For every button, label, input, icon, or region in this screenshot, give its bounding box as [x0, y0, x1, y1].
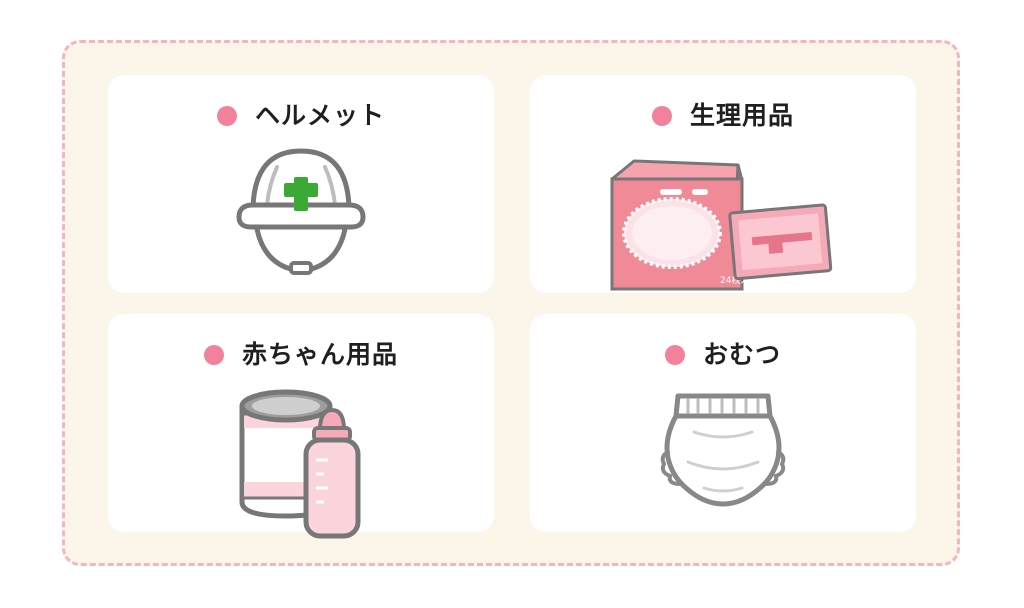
category-card-helmet: ヘルメット [108, 75, 494, 293]
category-label: ヘルメット [254, 101, 385, 130]
category-label: 赤ちゃん用品 [241, 340, 398, 369]
diaper-icon [530, 392, 916, 512]
helmet-icon [108, 147, 494, 282]
category-title: ヘルメット [108, 101, 494, 131]
formula-can-and-baby-bottle-icon [108, 384, 494, 540]
category-label: おむつ [702, 340, 781, 369]
category-card-diaper: おむつ [530, 314, 916, 532]
bullet-dot [664, 345, 685, 365]
bullet-dot [203, 345, 224, 365]
bullet-dot [216, 106, 237, 126]
category-title: 赤ちゃん用品 [108, 340, 494, 370]
category-label: 生理用品 [689, 101, 794, 130]
category-card-sanitary: 生理用品 24枚入 [530, 75, 916, 293]
category-title: おむつ [530, 340, 916, 370]
bullet-dot [651, 106, 672, 126]
sanitary-pad-box-icon: 24枚入 [530, 157, 916, 293]
category-title: 生理用品 [530, 101, 916, 131]
category-card-baby: 赤ちゃん用品 [108, 314, 494, 539]
